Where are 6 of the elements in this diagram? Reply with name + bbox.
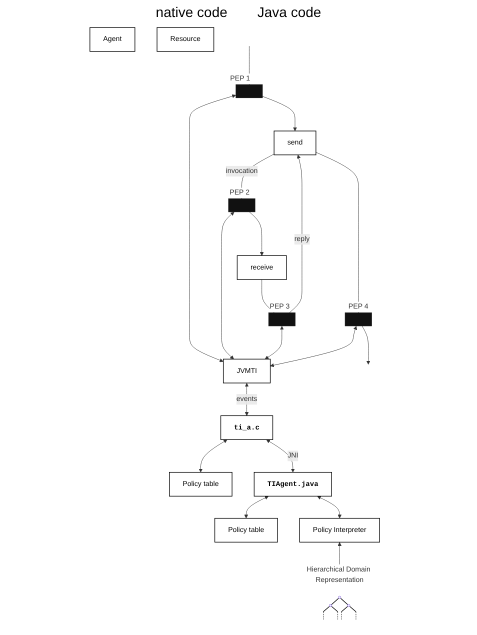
node-bar bbox=[268, 312, 296, 326]
node-bar bbox=[228, 198, 256, 212]
node-bar bbox=[236, 84, 263, 98]
node-bar bbox=[344, 312, 372, 326]
layer-label: native code bbox=[156, 4, 228, 20]
layer-label: Java code bbox=[257, 4, 322, 20]
